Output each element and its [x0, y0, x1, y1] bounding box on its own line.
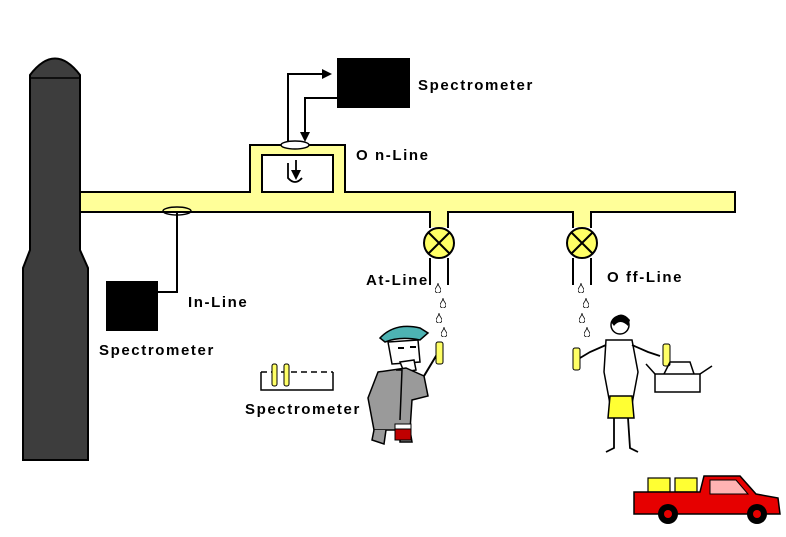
atline-sample-drops	[435, 283, 447, 337]
offline-label: O ff-Line	[607, 269, 683, 286]
offline-valve-icon	[566, 227, 598, 259]
atline-branch-fill	[431, 211, 447, 227]
operator-man-icon	[367, 325, 444, 445]
atline-valve-icon	[423, 227, 455, 259]
main-pipe	[79, 144, 736, 213]
inline-label: In-Line	[188, 294, 248, 311]
inline-probe	[158, 206, 192, 293]
atline-outlet	[429, 258, 449, 285]
offline-branch-pipe	[572, 212, 592, 228]
offline-outlet	[572, 258, 592, 285]
online-spectrometer-label: Spectrometer	[418, 77, 534, 94]
online-label: O n-Line	[356, 147, 430, 164]
online-spectrometer-box	[337, 58, 410, 108]
online-sample-arrows	[280, 69, 337, 183]
lab-technician-woman-icon	[572, 314, 671, 453]
online-loop-gap	[261, 154, 334, 193]
offline-branch-fill	[574, 211, 590, 227]
atline-spectrometer-icon	[260, 363, 334, 391]
atline-label: At-Line	[366, 272, 429, 289]
atline-branch-pipe	[429, 212, 449, 228]
inline-spectrometer-label: Spectrometer	[99, 342, 215, 359]
offline-sample-drops	[578, 283, 590, 337]
inline-spectrometer-box	[106, 281, 158, 331]
atline-spectrometer-label: Spectrometer	[245, 401, 361, 418]
distillation-column	[22, 57, 89, 461]
sample-box-icon	[645, 361, 713, 393]
delivery-truck-icon	[633, 475, 781, 524]
